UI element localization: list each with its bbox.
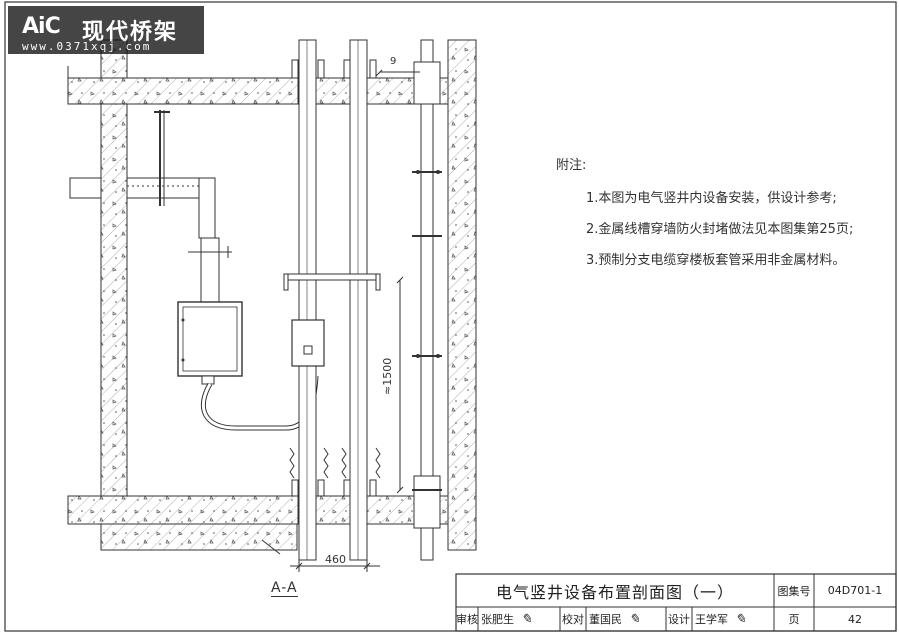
- section-label: A-A: [271, 580, 298, 597]
- height-dimension: ≈1500: [381, 357, 394, 395]
- riser-brackets: [283, 59, 381, 497]
- atlas-number: 04D701-1: [827, 584, 883, 597]
- vertical-busway-2: [349, 39, 368, 561]
- logo-icon: AiC: [22, 14, 61, 39]
- note-item-1: 1.本图为电气竖井内设备安装，供设计参考;: [586, 191, 837, 206]
- note-item-3: 3.预制分支电缆穿楼板套管采用非金属材料。: [586, 253, 846, 268]
- notes-block: 附注: 1.本图为电气竖井内设备安装，供设计参考; 2.金属线槽穿墙防火封堵做法…: [556, 150, 853, 276]
- gap-dimension: 9: [390, 56, 397, 67]
- plug-in-box: [291, 319, 325, 367]
- drawing-title: 电气竖井设备布置剖面图（一）: [495, 582, 734, 602]
- page-label: 页: [788, 613, 800, 626]
- reviewer-name: 张肥生: [481, 613, 514, 626]
- vertical-drop-tray: [188, 237, 232, 303]
- sheet-border: [4, 1, 897, 632]
- lower-floor-slab: [67, 495, 449, 555]
- logo-url: www.0371xqj.com: [22, 40, 152, 53]
- width-dimension: 460: [325, 553, 346, 566]
- horizontal-cable-tray: [69, 110, 216, 239]
- review-label: 审核: [456, 613, 478, 626]
- design-label: 设计: [668, 613, 690, 626]
- checker-name: 董国民: [589, 613, 622, 626]
- page-number: 42: [848, 612, 862, 626]
- right-wall: [447, 39, 477, 551]
- logo-company-name: 现代桥架: [82, 20, 179, 45]
- notes-title: 附注:: [556, 158, 587, 173]
- distribution-box: [177, 301, 243, 385]
- vertical-busway-1: [298, 39, 317, 561]
- check-label: 校对: [562, 613, 584, 626]
- checker-signature: ✎: [629, 611, 640, 627]
- note-item-2: 2.金属线槽穿墙防火封堵做法见本图集第25页;: [586, 222, 854, 237]
- left-wall: [100, 39, 128, 529]
- vertical-ladder-tray: [412, 39, 442, 561]
- designer-name: 王学军: [695, 613, 728, 626]
- title-block-frame: [455, 573, 897, 632]
- designer-signature: ✎: [735, 611, 746, 627]
- dimension-lines: [290, 69, 420, 572]
- atlas-number-label: 图集号: [777, 584, 811, 598]
- reviewer-signature: ✎: [521, 611, 532, 627]
- watermark-logo: AiC 现代桥架 www.0371xqj.com: [8, 6, 204, 54]
